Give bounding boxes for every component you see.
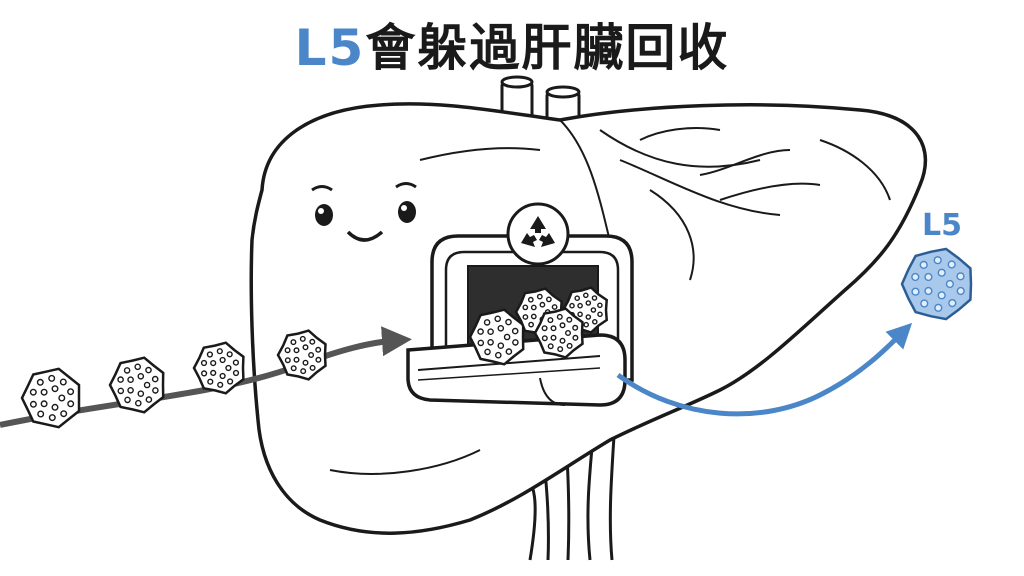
particle-group xyxy=(20,247,973,429)
incoming-arrow xyxy=(0,326,412,428)
particle xyxy=(20,367,81,429)
recycle-icon xyxy=(506,202,570,266)
particle xyxy=(276,329,327,381)
liver-details xyxy=(329,119,891,475)
escaped-particle-label: L5 xyxy=(922,208,962,243)
particle xyxy=(533,307,584,359)
particle xyxy=(192,341,245,395)
title-rest: 會躲過肝臟回收 xyxy=(365,19,730,77)
particle xyxy=(108,356,165,414)
diagram-title: L5會躲過肝臟回收 xyxy=(0,8,1024,80)
escape-arrow xyxy=(616,322,913,417)
particle xyxy=(468,308,525,366)
liver-face xyxy=(311,182,417,242)
title-highlight: L5 xyxy=(294,19,366,77)
escaped-l5-particle xyxy=(900,247,973,321)
